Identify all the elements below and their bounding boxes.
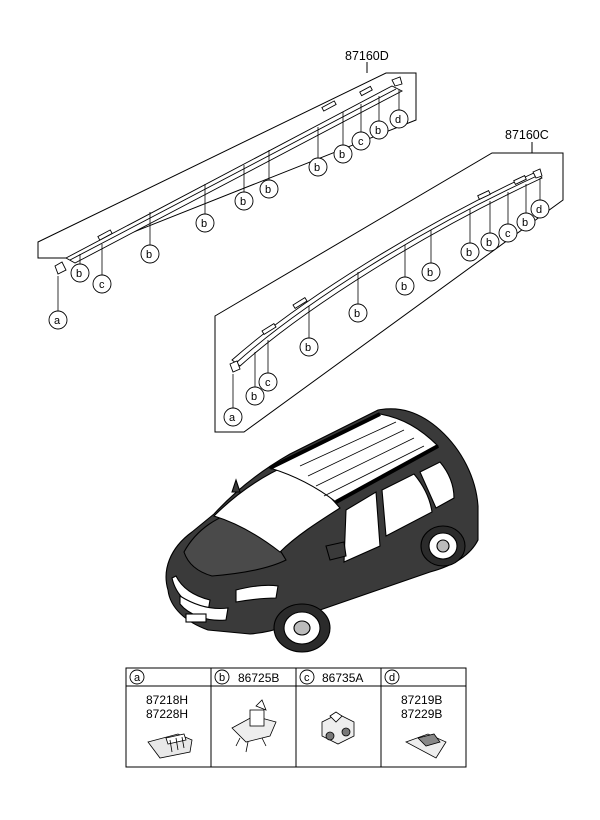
svg-text:c: c <box>358 136 364 148</box>
svg-text:a: a <box>134 672 141 684</box>
callout-a: a <box>48 310 68 330</box>
callout-b: b <box>259 179 279 199</box>
callout-b: b <box>369 120 389 140</box>
roof-rail-87160c <box>231 171 543 367</box>
svg-text:b: b <box>466 247 472 259</box>
callout-d: d <box>389 109 409 129</box>
svg-text:c: c <box>99 279 105 291</box>
callout-b: b <box>516 212 536 232</box>
callout-b: b <box>460 242 480 262</box>
svg-text:b: b <box>265 184 271 196</box>
legend-letter-c: c <box>299 669 315 685</box>
svg-text:b: b <box>522 217 528 229</box>
assembly-panel-87160c <box>214 152 564 433</box>
clip-part-c <box>321 711 355 745</box>
end-cap-a-upper <box>54 261 67 275</box>
end-cap-d-upper <box>391 76 403 87</box>
svg-text:d: d <box>395 114 401 126</box>
legend-letter-a: a <box>129 669 145 685</box>
callout-b: b <box>234 191 254 211</box>
end-cap-a-lower <box>229 360 241 373</box>
callout-b: b <box>140 244 160 264</box>
assembly-panel-87160d <box>37 72 417 259</box>
callout-a: a <box>223 407 243 427</box>
callout-b: b <box>480 232 500 252</box>
svg-text:b: b <box>375 125 381 137</box>
svg-text:b: b <box>201 218 207 230</box>
svg-text:c: c <box>505 228 511 240</box>
svg-text:b: b <box>486 237 492 249</box>
legend-code-d-1: 87219B <box>401 693 442 707</box>
callout-b: b <box>308 157 328 177</box>
leader-lines-upper <box>57 90 400 311</box>
svg-text:b: b <box>219 672 225 684</box>
svg-text:b: b <box>401 281 407 293</box>
svg-text:d: d <box>536 204 542 216</box>
legend-code-a-2: 87228H <box>146 707 188 721</box>
callout-b: b <box>421 262 441 282</box>
clip-part-d <box>405 733 447 759</box>
leader-lines-lower <box>232 178 541 408</box>
callout-b: b <box>348 303 368 323</box>
vehicle-illustration <box>165 408 479 653</box>
svg-text:c: c <box>304 672 310 684</box>
svg-text:b: b <box>354 308 360 320</box>
svg-text:a: a <box>54 315 61 327</box>
legend-table: a b 86725B c 86735A d 87218H 87228H 8721… <box>125 667 467 768</box>
svg-text:b: b <box>76 268 82 280</box>
clip-part-b <box>231 699 277 753</box>
svg-text:b: b <box>240 196 246 208</box>
svg-text:b: b <box>314 162 320 174</box>
svg-text:c: c <box>265 377 271 389</box>
legend-code-b: 86725B <box>238 671 279 685</box>
callout-b: b <box>195 213 215 233</box>
callout-b: b <box>333 144 353 164</box>
callout-c: c <box>258 372 278 392</box>
legend-letter-d: d <box>384 669 400 685</box>
svg-text:b: b <box>339 149 345 161</box>
callout-c: c <box>92 274 112 294</box>
svg-text:b: b <box>305 342 311 354</box>
callout-c: c <box>498 223 518 243</box>
svg-text:b: b <box>146 249 152 261</box>
clip-part-a <box>147 733 193 759</box>
callout-b: b <box>70 263 90 283</box>
callout-b: b <box>245 386 265 406</box>
end-cap-d-lower <box>532 168 543 179</box>
svg-text:b: b <box>251 391 257 403</box>
legend-code-d-2: 87229B <box>401 707 442 721</box>
legend-code-a-1: 87218H <box>146 693 188 707</box>
callout-b: b <box>299 337 319 357</box>
legend-code-c: 86735A <box>322 671 363 685</box>
svg-text:b: b <box>427 267 433 279</box>
svg-text:a: a <box>229 412 236 424</box>
callout-c: c <box>351 131 371 151</box>
roof-rail-87160d <box>65 85 403 264</box>
callout-d: d <box>530 199 550 219</box>
callout-b: b <box>395 276 415 296</box>
svg-text:d: d <box>389 672 395 684</box>
legend-letter-b: b <box>214 669 230 685</box>
part-number-87160d: 87160D <box>345 49 389 63</box>
part-number-87160c: 87160C <box>505 128 549 142</box>
